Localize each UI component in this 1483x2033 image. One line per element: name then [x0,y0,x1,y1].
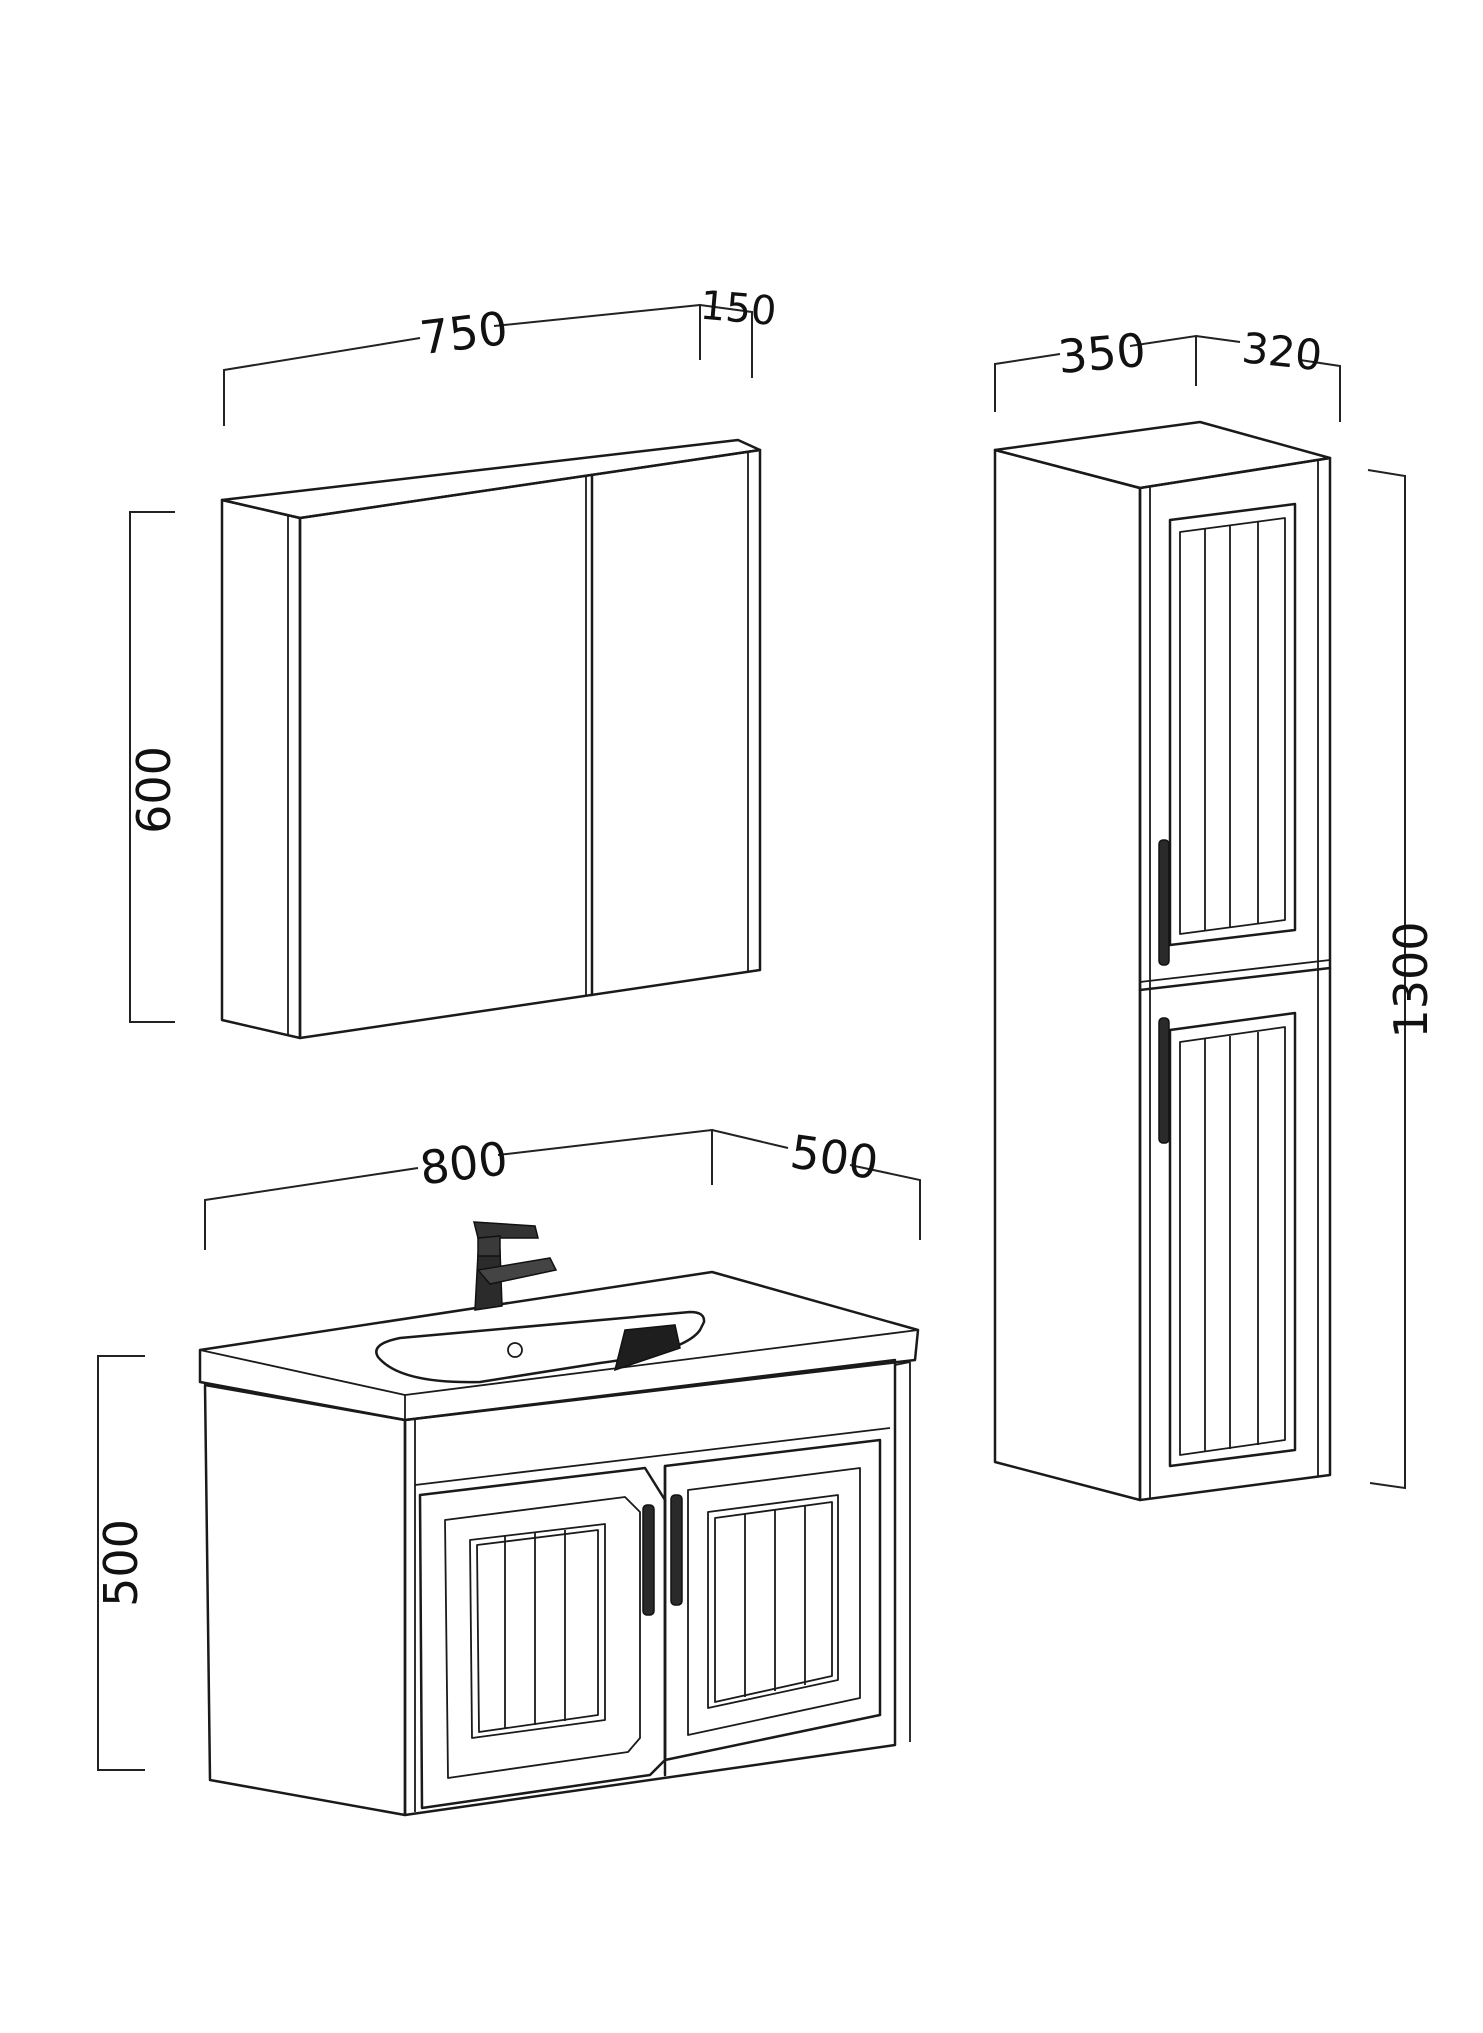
tall-cabinet [993,420,1332,1502]
tall-width-label: 350 [1056,323,1148,384]
tall-lower-handle [1158,1017,1170,1144]
tall-lower-door [1168,1011,1297,1468]
tall-depth-label: 320 [1240,323,1325,380]
tall-dimension-lines [994,334,1406,1490]
tall-upper-door [1168,502,1297,947]
mirror-depth-label: 150 [698,283,778,335]
vanity-width-label: 800 [417,1131,511,1195]
mirror-height-label: 600 [127,746,181,834]
vanity-height-label: 500 [94,1519,148,1607]
vanity-unit [198,1221,920,1817]
faucet-icon [473,1221,558,1311]
vanity-left-handle [642,1504,655,1616]
mirror-width-label: 750 [417,301,511,365]
mirror-cabinet [220,438,762,1040]
vanity-depth-label: 500 [787,1124,881,1190]
mirror-dimension-lines [129,303,753,1023]
vanity-left-door [418,1466,667,1810]
tall-height-label: 1300 [1384,921,1438,1038]
drain-icon [507,1342,523,1358]
vanity-right-door [663,1438,882,1762]
vanity-dimension-lines [97,1128,921,1771]
vanity-right-handle [670,1494,683,1606]
tall-upper-handle [1158,839,1170,966]
